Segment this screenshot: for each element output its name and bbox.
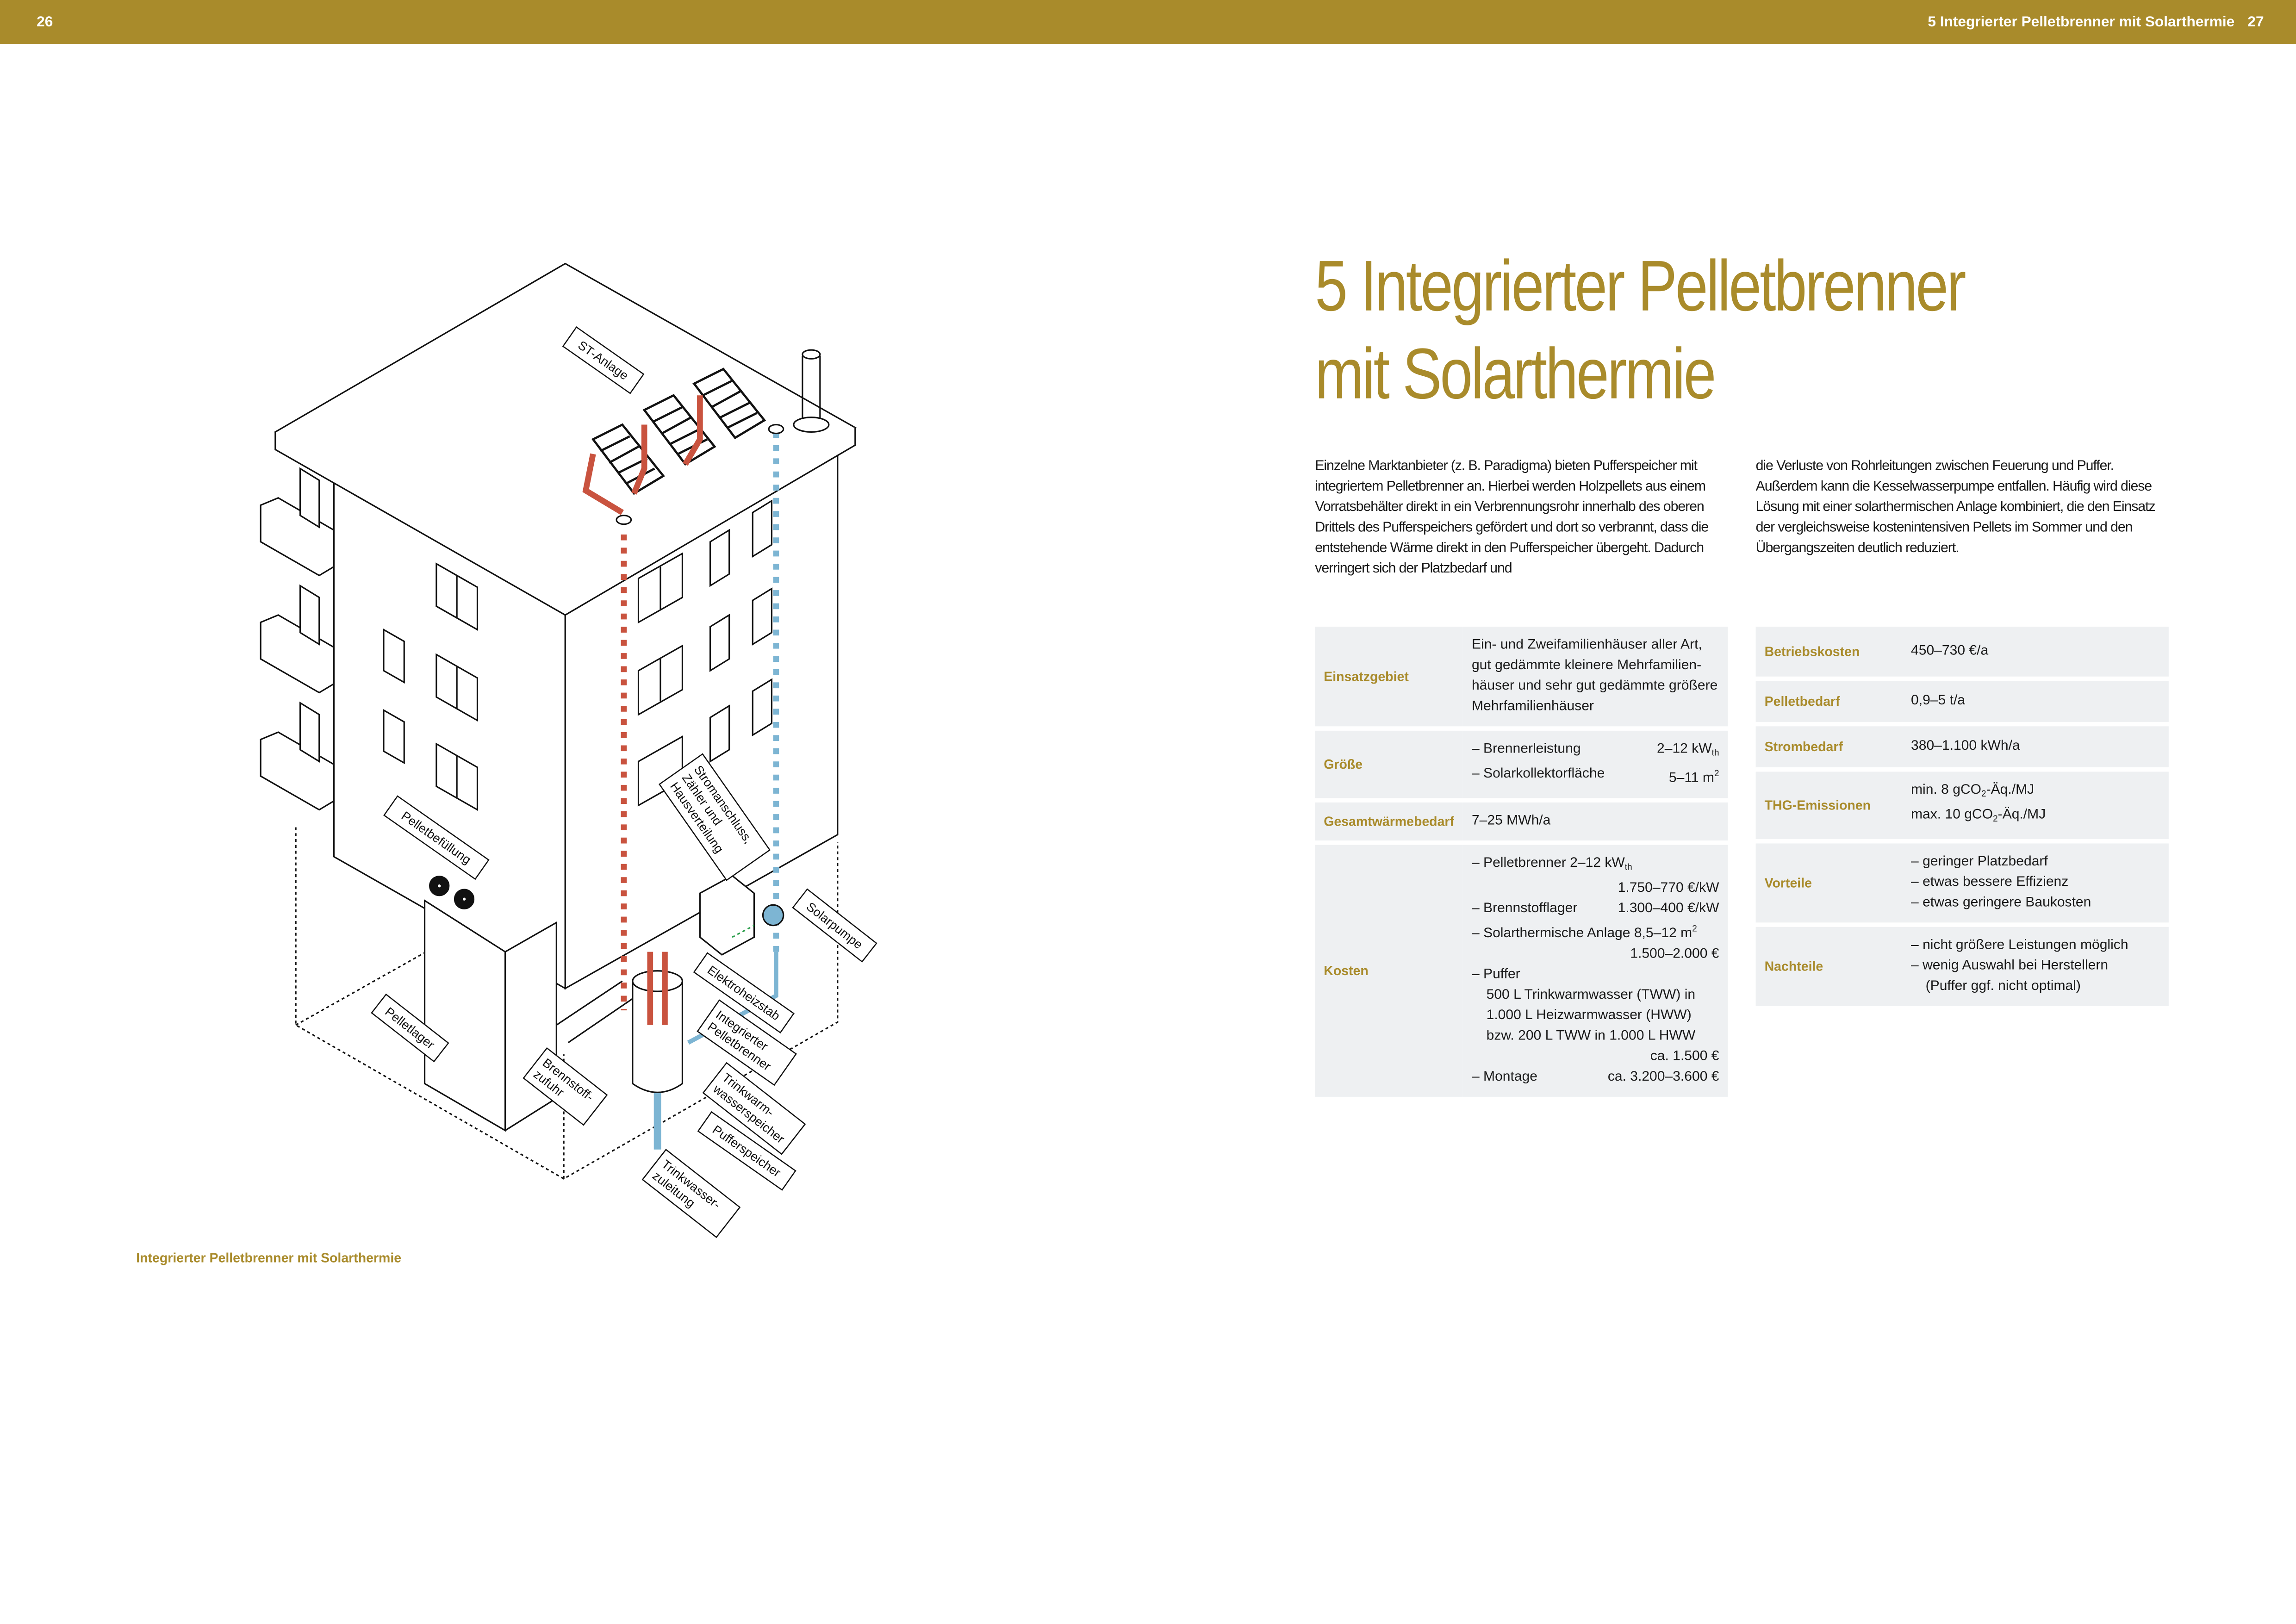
diagram-labels: ST-Anlage Pelletbefüllung Stromanschluss… [371,326,877,1238]
row-label: Nachteile [1755,927,1903,1006]
chimney [802,355,821,422]
table-row: Größe – Brennerleistung 2–12 kWth – Solar… [1315,730,1728,798]
list-item: – etwas bessere Effizienz [1911,874,2069,890]
item: – Brennerleistung [1471,740,1581,757]
row-value: 7–25 MWh/a [1462,802,1728,841]
item: – Puffer [1471,966,1520,983]
item: – Solarthermische Anlage 8,5–12 m [1471,925,1692,942]
value: 1.750–770 €/kW [1618,880,1719,896]
table-row: Nachteile – nicht größere Leistungen mög… [1755,927,2169,1006]
value: 1.500–2.000 € [1630,946,1719,962]
list-item: – nicht größere Leistungen möglich [1911,937,2128,953]
list-item: – geringer Platzbedarf [1911,853,2048,870]
item: 500 L Trinkwarmwasser (TWW) in [1486,987,1696,1003]
row-value: min. 8 gCO2-Äq./MJ max. 10 gCO2-Äq./MJ [1902,772,2169,839]
subscript: th [1624,864,1632,873]
row-value: Ein- und Zweifamilienhäuser aller Art, g… [1462,627,1728,727]
page-number-right: 27 [2247,14,2264,31]
table-row: THG-Emissionen min. 8 gCO2-Äq./MJ max. 1… [1755,772,2169,839]
value: -Äq./MJ [1997,807,2046,823]
value: -Äq./MJ [1986,782,2035,798]
table-row: Kosten – Pelletbrenner 2–12 kWth 1.750–7… [1315,845,1728,1097]
list-item: – etwas geringere Baukosten [1911,895,2091,911]
basement-outline [295,827,839,1180]
subscript: th [1711,749,1719,759]
item: bzw. 200 L TWW in 1.000 L HWW [1486,1028,1696,1044]
row-label: THG-Emissionen [1755,772,1903,839]
row-value: 380–1.100 kWh/a [1902,726,2169,767]
row-label: Größe [1315,730,1463,798]
superscript: 2 [1692,925,1697,934]
windows [383,499,773,811]
pellet-storage [423,899,557,1132]
row-value: – Brennerleistung 2–12 kWth – Solarkollek… [1462,730,1728,798]
value: ca. 1.500 € [1650,1048,1719,1065]
label-solarpumpe: Solarpumpe [804,900,865,952]
item: – Brennstofflager [1471,900,1578,917]
value: ca. 3.200–3.600 € [1607,1069,1719,1085]
row-label: Gesamtwärmebedarf [1315,802,1463,841]
item: 1.000 L Heizwarmwasser (HWW) [1486,1007,1692,1024]
building-diagram: ST-Anlage Pelletbefüllung Stromanschluss… [260,262,877,1238]
row-value: 0,9–5 t/a [1902,681,2169,722]
balconies [260,467,335,811]
row-label: Pelletbedarf [1755,681,1903,722]
solar-pump [762,904,784,927]
row-value: – Pelletbrenner 2–12 kWth 1.750–770 €/kW… [1462,845,1728,1097]
body-column-2: die Verluste von Rohrleitungen zwischen … [1755,458,2156,557]
row-label: Vorteile [1755,843,1903,923]
header-bar: 26 5 Integrierter Pelletbrenner mit Sola… [0,0,2296,44]
row-value: – nicht größere Leistungen möglich – wen… [1902,927,2169,1006]
running-title: 5 Integrierter Pelletbrenner mit Solarth… [1928,14,2235,31]
fuel-conveyor [556,980,633,1044]
subscript: 2 [1981,790,1986,800]
row-label: Betriebskosten [1755,627,1903,677]
list-item: (Puffer ggf. nicht optimal) [1925,978,2081,995]
table-row: Vorteile – geringer Platzbedarf – etwas … [1755,843,2169,923]
value: 1.300–400 €/kW [1618,900,1719,917]
row-label: Strombedarf [1755,726,1903,767]
title-line-1: 5 Integrierter Pelletbrenner [1315,247,1966,327]
body-column-1: Einzelne Marktanbieter (z. B. Paradigma)… [1315,458,1709,577]
subscript: 2 [1993,815,1998,825]
value: min. 8 gCO [1911,782,1982,798]
row-value: – geringer Platzbedarf – etwas bessere E… [1902,843,2169,923]
page-number-left: 26 [37,14,53,31]
row-label: Kosten [1315,845,1463,1097]
buffer-tank [632,981,684,1093]
superscript: 2 [1714,770,1719,779]
figure-caption: Integrierter Pelletbrenner mit Solarther… [136,1251,402,1265]
value: 2–12 kW [1657,740,1712,757]
value: max. 10 gCO [1911,807,1993,823]
row-label: Einsatzgebiet [1315,627,1463,727]
pellet-filling-pipes [429,876,475,909]
item: – Pelletbrenner 2–12 kW [1471,855,1625,871]
title-line-2: mit Solarthermie [1315,335,1716,415]
value: 5–11 m [1668,770,1714,787]
item: – Montage [1471,1069,1538,1085]
list-item: – wenig Auswahl bei Herstellern [1911,958,2109,974]
row-value: 450–730 €/a [1902,627,2169,677]
item: – Solarkollektorfläche [1471,765,1605,782]
